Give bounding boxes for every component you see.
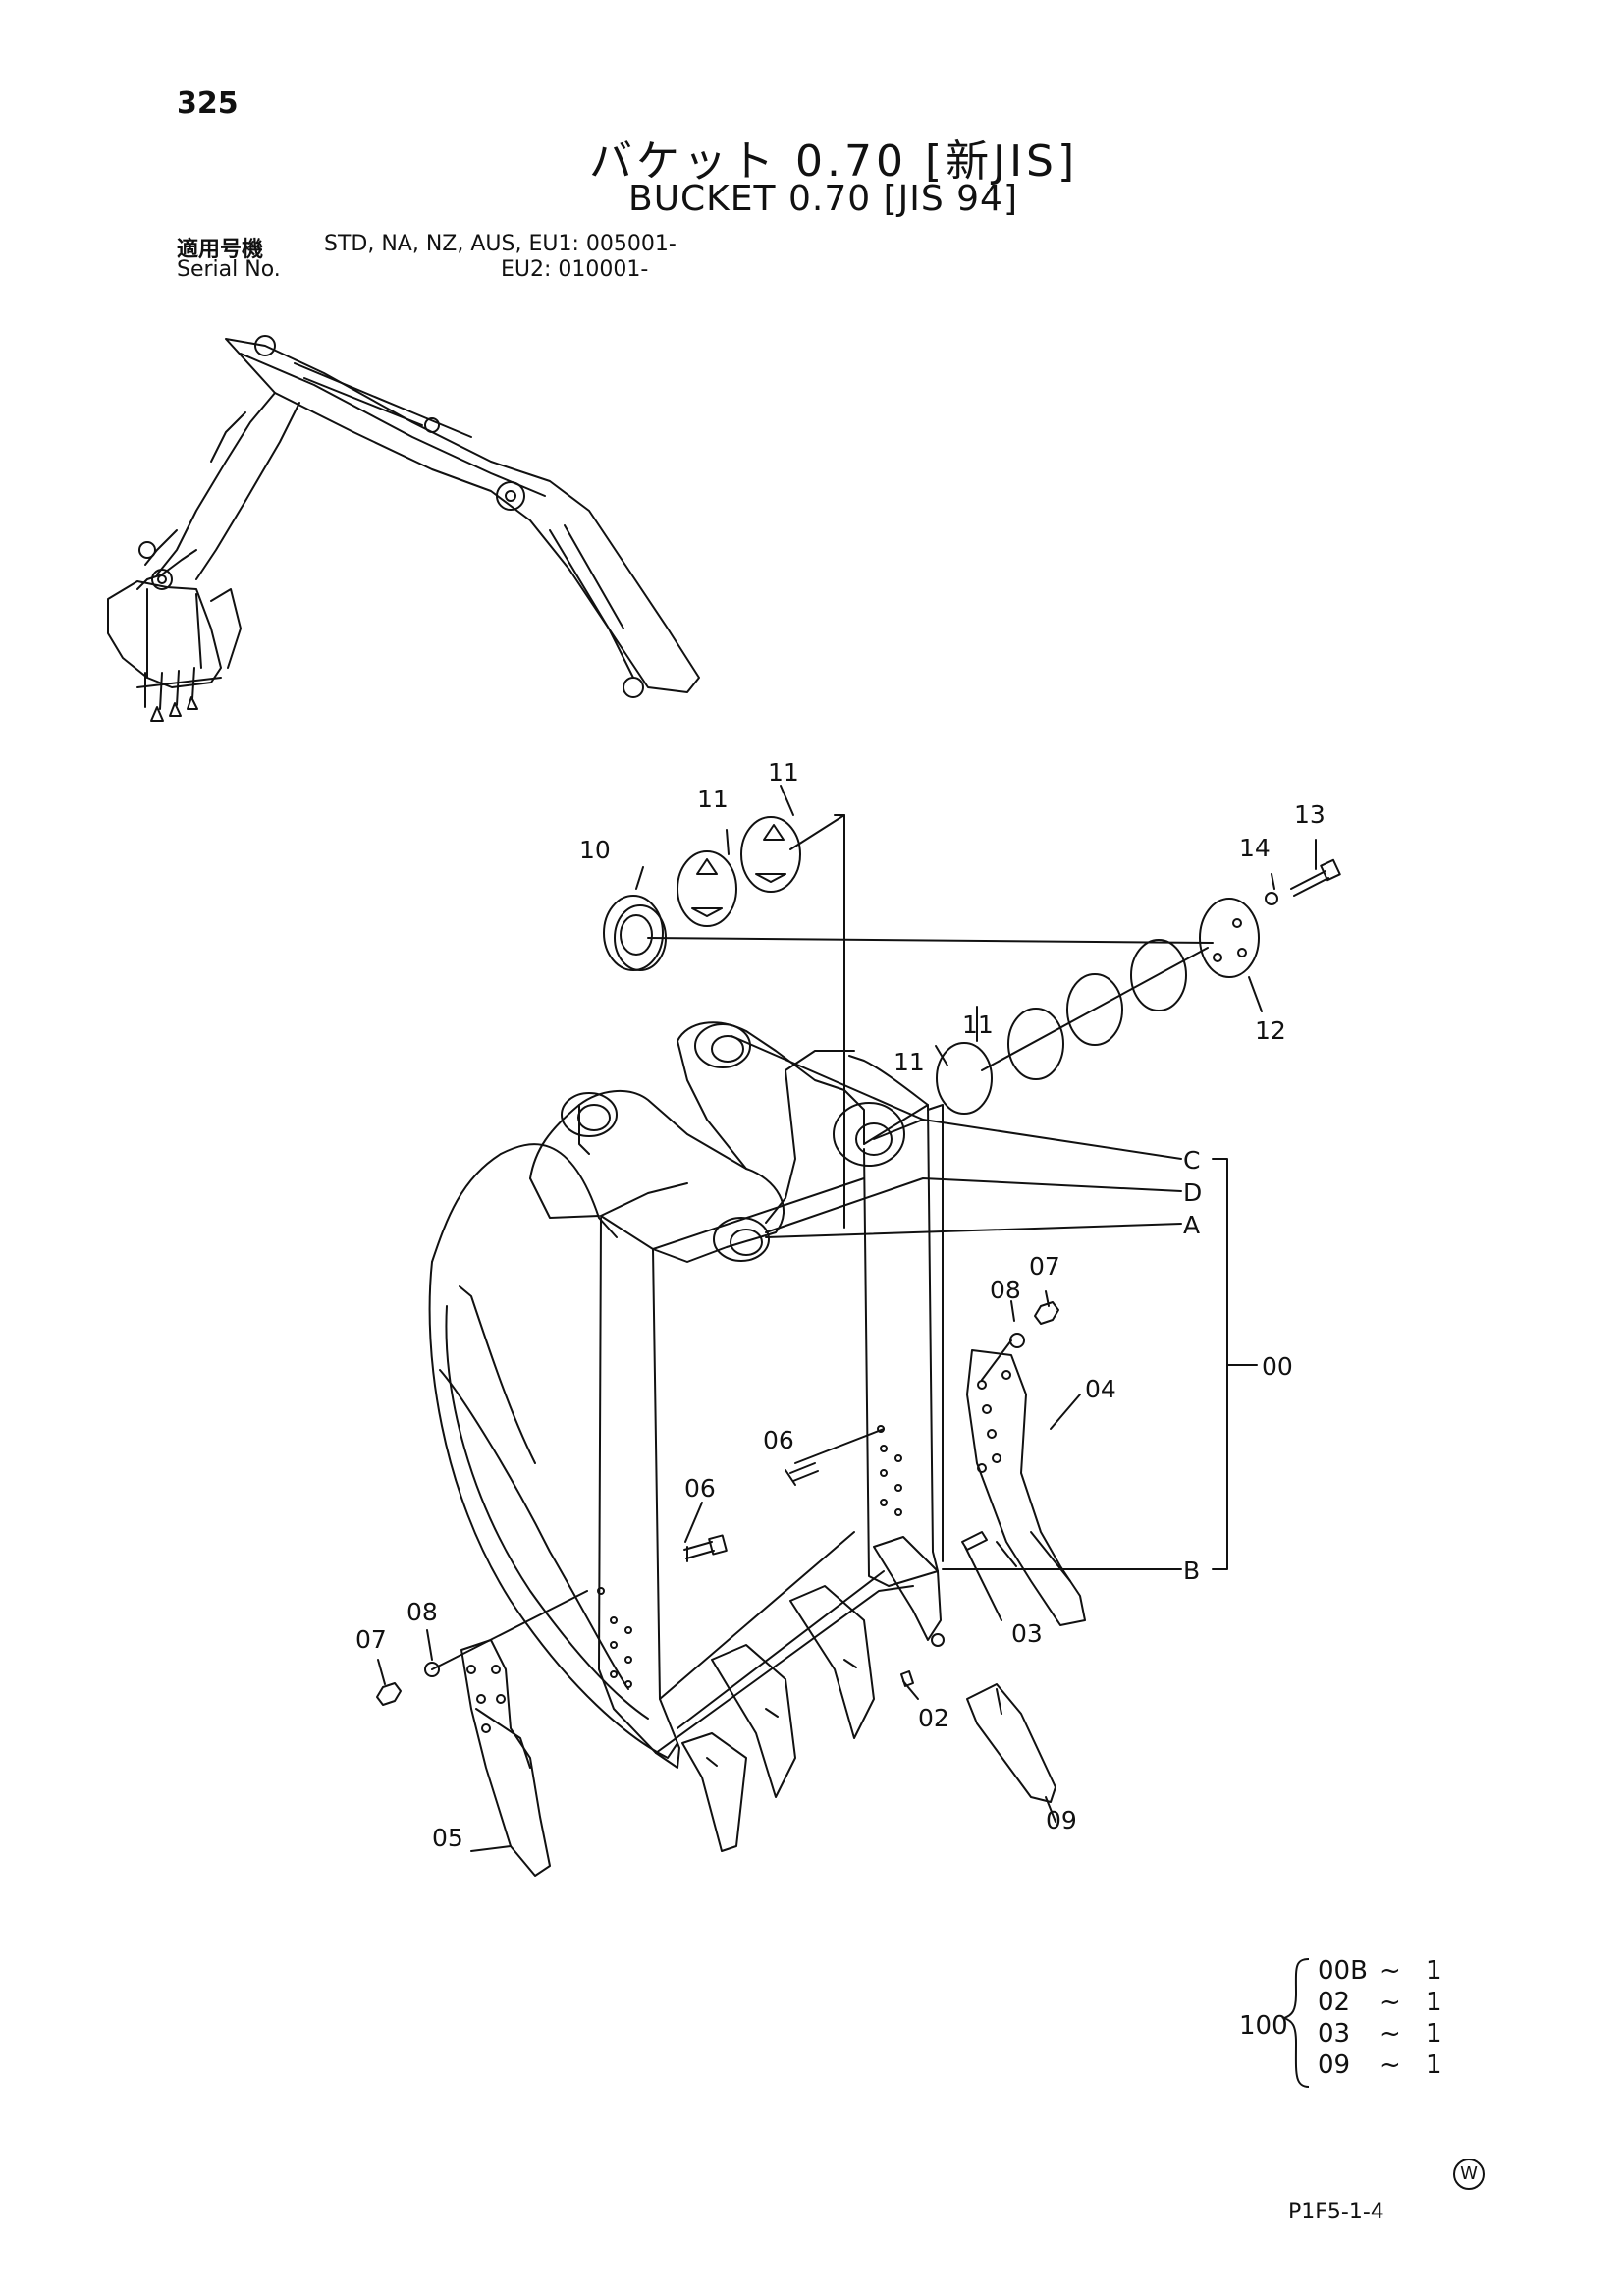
washer-08-left-icon [424, 1662, 440, 1677]
seal-10-icon [603, 895, 664, 971]
parts-set-row-part: 00B [1318, 1956, 1368, 1986]
callout-11: 11 [893, 1048, 925, 1076]
callout-12: 12 [1255, 1016, 1286, 1045]
callout-05: 05 [432, 1824, 463, 1852]
watermark-circle-w-icon: W [1453, 2159, 1485, 2190]
callout-11: 11 [962, 1011, 994, 1039]
page-number: 325 [177, 86, 239, 121]
parts-set-row-tilde: ~ [1380, 1956, 1401, 1986]
washer-08-right-icon [1009, 1333, 1025, 1348]
callout-09: 09 [1046, 1806, 1077, 1834]
parts-set-row-part: 09 [1318, 2050, 1351, 2080]
parts-set-row-part: 02 [1318, 1988, 1351, 2017]
bucket-body [428, 1021, 944, 1769]
title-japanese: バケット 0.70 [新JIS] [589, 137, 1079, 187]
washer-14-icon [1265, 892, 1278, 905]
callout-06: 06 [684, 1474, 716, 1503]
serial-label-japanese: 適用号機 [177, 238, 264, 262]
retaining-plate-12-icon [1199, 898, 1260, 978]
parts-set-row-tilde: ~ [1380, 2050, 1401, 2080]
side-cutter-right-04 [966, 1349, 1086, 1626]
parts-set-row-qty: 1 [1426, 2019, 1442, 2049]
parts-set-row-tilde: ~ [1380, 2019, 1401, 2049]
leader-lines [377, 785, 1317, 1852]
nut-07-left-icon [376, 1682, 402, 1706]
callout-11: 11 [768, 758, 799, 787]
tooth-point-09 [966, 1683, 1056, 1803]
callout-letter-a: A [1183, 1211, 1200, 1239]
parts-set-number: 100 [1239, 2011, 1288, 2041]
callout-letter-c: C [1183, 1146, 1200, 1175]
callout-07: 07 [355, 1625, 387, 1654]
callout-letter-b: B [1183, 1557, 1200, 1585]
callout-letter-d: D [1183, 1178, 1202, 1207]
callout-04: 04 [1085, 1375, 1116, 1403]
bolt-06b-icon [683, 1541, 715, 1562]
callout-06: 06 [763, 1426, 794, 1454]
lock-02-icon [900, 1670, 914, 1687]
nut-07-right-icon [1034, 1301, 1059, 1325]
drawing-code: P1F5-1-4 [1288, 2200, 1384, 2224]
serial-range-models: STD, NA, NZ, AUS, EU1: 005001- [324, 232, 677, 256]
serial-label-english: Serial No. [177, 257, 281, 282]
title-english: BUCKET 0.70 [JIS 94] [628, 179, 1018, 219]
tooth-adapters [681, 1531, 988, 1852]
callout-14: 14 [1239, 834, 1271, 862]
parts-set-row-tilde: ~ [1380, 1988, 1401, 2017]
callout-08: 08 [406, 1598, 438, 1626]
parts-set-row-qty: 1 [1426, 2050, 1442, 2080]
callout-08: 08 [990, 1276, 1021, 1304]
callout-13: 13 [1294, 800, 1326, 829]
pin-hardware [603, 814, 1341, 1115]
bolt-06a-icon [785, 1462, 819, 1486]
excavator-attachment-illustration [107, 335, 700, 722]
callout-labels: 11 11 10 13 14 11 11 12 C D A B 00 08 07… [355, 758, 1326, 1852]
callout-11: 11 [697, 785, 729, 813]
bolt-13-icon [1290, 870, 1329, 897]
parts-set-row-part: 03 [1318, 2019, 1351, 2049]
parts-set-brace [1281, 1958, 1310, 2088]
parts-set-row-qty: 1 [1426, 1956, 1442, 1986]
callout-10: 10 [579, 836, 611, 864]
parts-set-row-qty: 1 [1426, 1988, 1442, 2017]
callout-03: 03 [1011, 1619, 1043, 1648]
side-cutter-left-05 [460, 1639, 551, 1877]
callout-07: 07 [1029, 1252, 1060, 1281]
callout-00: 00 [1262, 1352, 1293, 1381]
serial-range-eu2: EU2: 010001- [501, 257, 649, 282]
callout-02: 02 [918, 1704, 949, 1732]
